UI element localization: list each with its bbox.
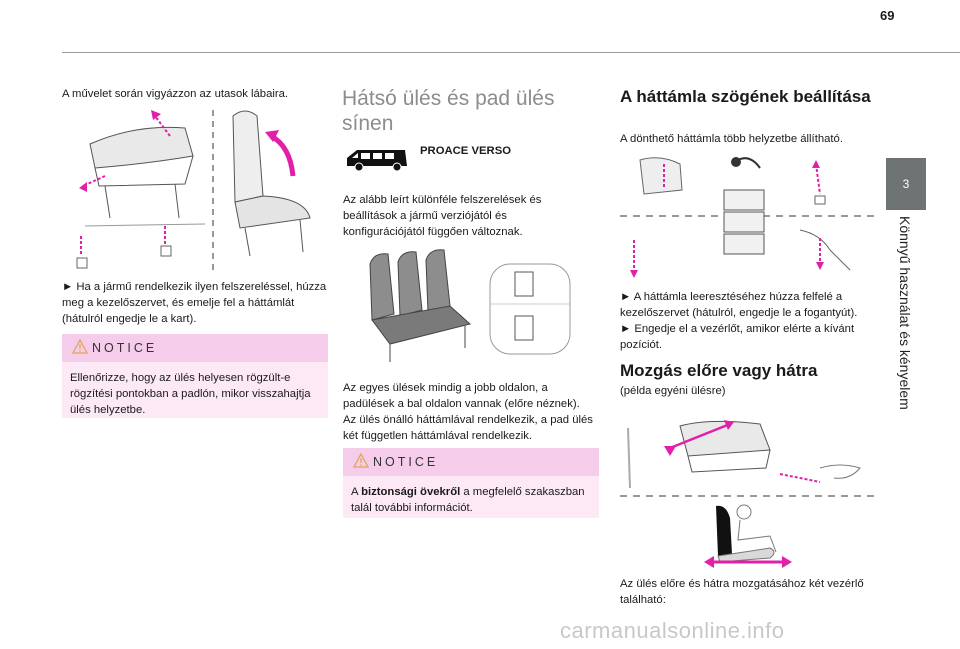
col1-notice: NOTICE Ellenőrizze, hogy az ülés helyese… (62, 334, 328, 418)
chapter-tab[interactable]: 3 (886, 158, 926, 210)
chapter-number: 3 (902, 177, 910, 191)
backrest-angle-illustration (620, 150, 874, 282)
col3-heading1: A háttámla szögének beállítása (620, 87, 871, 106)
bench-seat-illustration (360, 244, 585, 374)
col3-instruction1: ► A háttámla leeresztéséhez húzza felfel… (620, 291, 858, 319)
col1-instruction: ► Ha a jármű rendelkezik ilyen felszerel… (62, 281, 327, 325)
col3-subtitle2: (példa egyéni ülésre) (620, 385, 726, 397)
seat-slide-illustration (620, 408, 874, 570)
col2-text1: Az alább leírt különféle felszerelések é… (343, 194, 542, 238)
notice-text: A biztonsági övekről a megfelelő szakasz… (343, 476, 599, 516)
col3-heading2: Mozgás előre vagy hátra (620, 361, 818, 380)
col2-notice: NOTICE A biztonsági övekről a megfelelő … (343, 448, 599, 518)
notice-pre: A (351, 486, 362, 498)
col3-text2: Az ülés előre és hátra mozgatásához két … (620, 578, 864, 606)
col1-intro: A művelet során vigyázzon az utasok lába… (62, 88, 289, 100)
col2-heading: Hátsó ülés és pad ülés sínen (342, 87, 555, 135)
notice-title: NOTICE (373, 455, 439, 469)
vehicle-label: PROACE VERSO (420, 145, 512, 157)
notice-header: NOTICE (343, 448, 599, 476)
notice-title: NOTICE (92, 341, 158, 355)
header-rule (62, 52, 960, 53)
van-icon (343, 146, 413, 172)
col2-text2: Az egyes ülések mindig a jobb oldalon, a… (343, 382, 593, 442)
notice-post: a megfelelő szakaszban talál további inf… (351, 486, 585, 514)
notice-bold: biztonsági övekről (361, 486, 461, 498)
notice-text: Ellenőrizze, hogy az ülés helyesen rögzü… (70, 372, 311, 416)
seat-fold-illustration (75, 106, 325, 276)
warning-icon (72, 339, 88, 354)
col3-text1: A dönthető háttámla több helyzetbe állít… (620, 133, 843, 145)
page-number: 69 (880, 8, 895, 23)
col3-instruction2: ► Engedje el a vezérlőt, amikor elérte a… (620, 323, 855, 351)
footer-watermark: carmanualsonline.info (560, 618, 785, 643)
notice-header: NOTICE (62, 334, 328, 362)
chapter-title: Könnyű használat és kényelem (897, 216, 913, 410)
warning-icon (353, 453, 369, 468)
